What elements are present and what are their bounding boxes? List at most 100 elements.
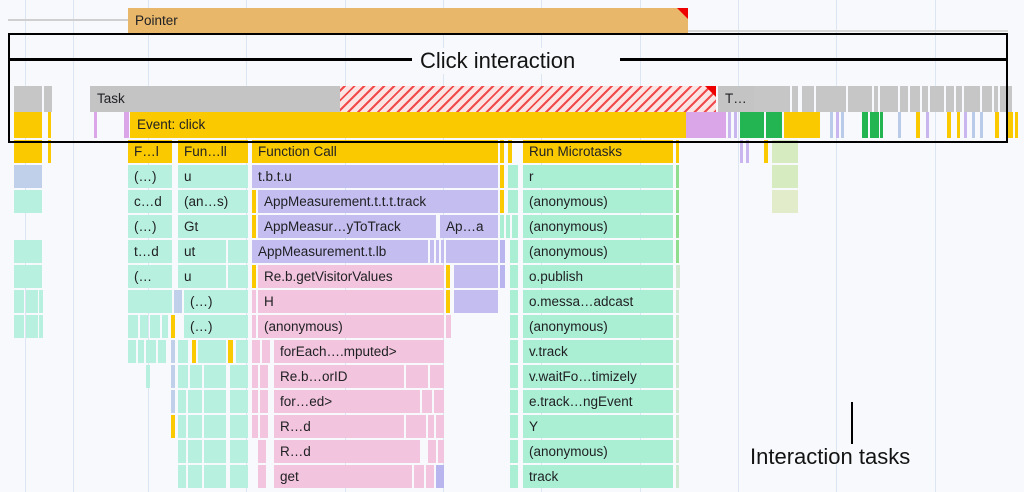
flame-entry-e-track-ngevent[interactable]: e.track…ngEvent [523, 390, 673, 413]
flame-entry-r13-6[interactable] [414, 465, 424, 488]
flame-entry-appmeasur-ytotrack[interactable]: AppMeasur…yToTrack [258, 215, 436, 238]
flame-entry-ut[interactable]: ut [178, 240, 226, 263]
event-entry-segment-7[interactable] [734, 112, 737, 138]
flame-entry-r11-5[interactable] [252, 415, 258, 438]
flame-entry-function-call[interactable]: Function Call [252, 140, 498, 163]
flame-entry-appmeasurement-t-t-t-track[interactable]: AppMeasurement.t.t.t.track [258, 190, 498, 213]
flame-entry-o-publish[interactable]: o.publish [523, 265, 673, 288]
flame-entry-r11-13[interactable] [676, 415, 679, 438]
flame-entry-r11-9[interactable] [428, 415, 434, 438]
flame-entry-r9-3[interactable] [190, 365, 202, 388]
flame-entry-r1-7[interactable] [676, 165, 679, 188]
flame-entry-r9-9[interactable] [406, 365, 428, 388]
event-entry-segment-8[interactable] [740, 112, 764, 138]
flame-entry-r12-3[interactable] [230, 440, 248, 463]
task-entry-segment-9[interactable] [848, 86, 872, 112]
event-entry-segment-2[interactable] [94, 112, 97, 138]
flame-entry-r2-3[interactable] [252, 190, 256, 213]
flame-entry-o-messa-adcast[interactable]: o.messa…adcast [523, 290, 673, 313]
event-entry-segment-1[interactable] [48, 112, 51, 138]
flame-entry-r12-8[interactable] [510, 440, 518, 463]
flame-entry-r3-5[interactable] [500, 215, 504, 238]
flame-entry-ap-a[interactable]: Ap…a [440, 215, 498, 238]
event-entry-segment-20[interactable] [947, 112, 951, 138]
flame-entry-appmeasurement-t-lb[interactable]: AppMeasurement.t.lb [252, 240, 428, 263]
flame-entry-r13-2[interactable] [204, 465, 226, 488]
task-entry-segment-19[interactable] [982, 86, 992, 112]
event-entry-segment-19[interactable] [926, 112, 929, 138]
flame-entry-r11-2[interactable] [188, 415, 202, 438]
flame-entry-r1-8[interactable] [772, 165, 798, 188]
flame-entry-r3-6[interactable] [506, 215, 510, 238]
flame-entry-r4-5[interactable] [430, 240, 434, 263]
flame-entry-r5-0[interactable] [14, 265, 42, 288]
task-entry-segment-8[interactable] [816, 86, 846, 112]
flame-entry-r8-4[interactable] [171, 340, 175, 363]
flame-entry-foreach-mputed[interactable]: forEach….mputed> [274, 340, 444, 363]
flame-entry-r8-0[interactable] [128, 340, 136, 363]
flame-entry-r10-4[interactable] [230, 390, 248, 413]
task-entry-segment-13[interactable] [910, 86, 920, 112]
event-entry-segment-0[interactable] [14, 112, 42, 138]
flame-entry-r[interactable]: r [523, 165, 673, 188]
flame-entry-r12-0[interactable] [178, 440, 186, 463]
flame-entry-r-d[interactable]: R…d [274, 440, 420, 463]
flame-entry-r-d[interactable]: R…d [274, 415, 404, 438]
flame-entry-anonymous[interactable]: (anonymous) [523, 315, 673, 338]
event-entry-segment-27[interactable] [1015, 112, 1018, 138]
flame-entry-r9-5[interactable] [230, 365, 248, 388]
event-entry-segment-14[interactable] [862, 112, 868, 138]
flame-entry-r5-3[interactable] [228, 265, 248, 288]
flame-entry-r1-0[interactable] [14, 165, 42, 188]
flame-entry-r7-2[interactable] [39, 315, 43, 338]
flame-entry-r7-6[interactable] [162, 315, 168, 338]
flame-entry-an-s[interactable]: (an…s) [178, 190, 248, 213]
flame-entry-r0-6[interactable] [508, 140, 512, 163]
flame-entry-r4-6[interactable] [436, 240, 439, 263]
flame-entry-r1-5[interactable] [508, 165, 518, 188]
task-entry-t[interactable]: T… [718, 86, 754, 112]
flame-entry-r2-9[interactable] [772, 190, 798, 213]
flame-entry-anonymous[interactable]: (anonymous) [523, 240, 673, 263]
flame-entry-r8-11[interactable] [262, 340, 270, 363]
flame-entry-r10-8[interactable] [422, 390, 432, 413]
flame-entry-r4-8[interactable] [446, 240, 498, 263]
flame-entry-r3-9[interactable] [676, 215, 679, 238]
flame-entry-r12-4[interactable] [258, 440, 266, 463]
flame-entry-r6-8[interactable] [446, 290, 450, 313]
task-entry-segment-20[interactable] [994, 86, 998, 112]
task-entry-segment-1[interactable] [44, 86, 52, 112]
task-entry-segment-16[interactable] [946, 86, 954, 112]
flame-entry-y[interactable]: Y [523, 415, 673, 438]
flame-entry-r4-7[interactable] [441, 240, 444, 263]
flame-entry-r10-0[interactable] [171, 390, 175, 413]
task-entry-segment-11[interactable] [880, 86, 898, 112]
flame-entry-r9-13[interactable] [676, 365, 679, 388]
flame-entry-v-waitfo-timizely[interactable]: v.waitFo…timizely [523, 365, 673, 388]
flame-entry-re-b-orid[interactable]: Re.b…orID [274, 365, 404, 388]
flame-entry-r7-1[interactable] [26, 315, 38, 338]
task-entry-segment-12[interactable] [900, 86, 908, 112]
task-entry-task[interactable]: Task [90, 86, 340, 112]
event-entry-segment-16[interactable] [880, 112, 883, 138]
flame-entry-r13-11[interactable] [676, 465, 679, 488]
flame-entry-r2-6[interactable] [508, 190, 518, 213]
flame-entry-r6-0[interactable] [14, 290, 24, 313]
flame-entry-r8-7[interactable] [198, 340, 226, 363]
flame-entry-r1-4[interactable] [500, 165, 504, 188]
flame-entry-[interactable]: (…) [184, 315, 248, 338]
flame-entry-for-ed[interactable]: for…ed> [274, 390, 420, 413]
flame-entry-r6-3[interactable] [128, 290, 172, 313]
flame-entry-r0-9[interactable] [740, 140, 743, 163]
task-entry-segment-14[interactable] [922, 86, 928, 112]
flame-entry-r5-7[interactable] [454, 265, 498, 288]
flame-entry-r9-0[interactable] [146, 365, 150, 388]
flame-entry-r13-3[interactable] [230, 465, 248, 488]
flame-entry-t-b-t-u[interactable]: t.b.t.u [252, 165, 498, 188]
flame-entry-[interactable]: (…) [184, 290, 248, 313]
flame-entry-r7-7[interactable] [171, 315, 175, 338]
event-entry-segment-22[interactable] [964, 112, 967, 138]
flame-entry-r8-9[interactable] [236, 340, 248, 363]
flame-entry-r4-9[interactable] [500, 240, 505, 263]
flame-entry-r11-4[interactable] [230, 415, 248, 438]
